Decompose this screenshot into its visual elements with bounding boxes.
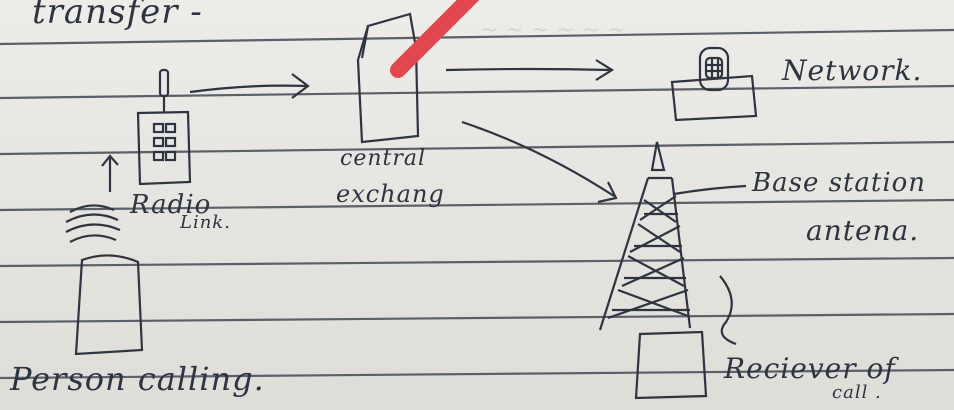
base-station-label-line2: antena. bbox=[806, 214, 920, 247]
receiver-label-line2: call . bbox=[832, 382, 882, 403]
arrow-exchange-to-network bbox=[445, 59, 615, 81]
receiver-box-icon bbox=[634, 330, 708, 400]
receiver-label-line1: Reciever of bbox=[724, 352, 896, 385]
person-calling-label: Person calling. bbox=[10, 360, 265, 398]
red-pen-mark bbox=[390, 0, 479, 78]
central-exchange-label-line1: central bbox=[340, 146, 427, 171]
arrow-exchange-to-antenna bbox=[461, 120, 618, 204]
exchange-box-icon bbox=[356, 12, 420, 144]
radio-link-label-line1: Radio bbox=[130, 190, 212, 220]
person-box-icon bbox=[74, 254, 144, 356]
up-arrow-icon bbox=[101, 154, 119, 192]
tower-receiver-bracket bbox=[719, 275, 737, 346]
bleed-through-text: ~ ~ ~ ~ ~ ~ bbox=[480, 18, 626, 43]
arrow-phone-to-exchange bbox=[189, 73, 310, 99]
base-station-pointer bbox=[673, 184, 747, 196]
antenna-tower-icon bbox=[598, 141, 692, 331]
diagram-title: transfer - bbox=[32, 0, 203, 32]
radio-link-label-line2: Link. bbox=[180, 212, 231, 233]
radio-waves-icon bbox=[65, 204, 121, 243]
mobile-phone-icon bbox=[136, 68, 192, 186]
base-station-label-line1: Base station bbox=[752, 168, 927, 198]
network-label: Network. bbox=[782, 54, 923, 87]
central-exchange-label-line2: exchang bbox=[336, 180, 445, 208]
network-device-icon bbox=[670, 46, 758, 122]
